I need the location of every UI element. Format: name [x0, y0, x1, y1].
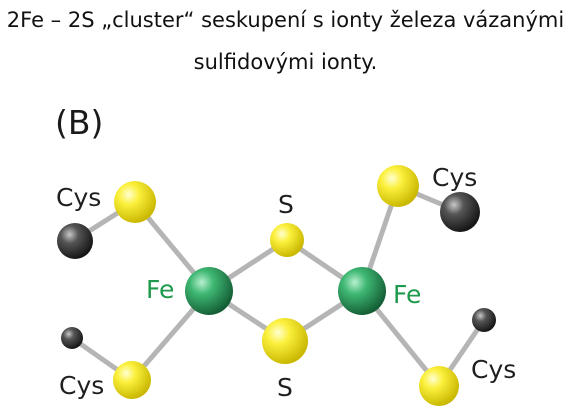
- sulfur-atom-cys-bottom-left: [113, 361, 151, 399]
- carbon-atom-bottom-right: [472, 308, 496, 332]
- label-fe-left: Fe: [146, 275, 174, 304]
- sulfur-atom-bridge-top: [270, 223, 304, 257]
- caption-line-2: sulfidovými ionty.: [193, 50, 378, 74]
- label-cys-top-left: Cys: [56, 183, 101, 212]
- sulfur-atom-cys-top-left: [114, 181, 156, 223]
- label-fe-right: Fe: [393, 280, 421, 309]
- label-cys-bottom-right: Cys: [471, 355, 516, 384]
- label-cys-bottom-left: Cys: [59, 371, 104, 400]
- label-s-top: S: [278, 190, 294, 219]
- carbon-atom-bottom-left: [61, 327, 83, 349]
- label-cys-top-right: Cys: [432, 163, 477, 192]
- carbon-atom-top-left: [57, 223, 93, 259]
- iron-atom-left: [185, 267, 233, 315]
- label-s-bottom: S: [277, 373, 293, 402]
- caption-line-1: 2Fe – 2S „cluster“ seskupení s ionty žel…: [6, 8, 565, 32]
- iron-atom-right: [338, 267, 386, 315]
- sulfur-atom-bridge-bottom: [262, 318, 308, 364]
- sulfur-atom-cys-top-right: [377, 165, 419, 207]
- sulfur-atom-cys-bottom-right: [419, 366, 459, 406]
- panel-label: (B): [55, 103, 104, 142]
- carbon-atom-top-right: [440, 192, 480, 232]
